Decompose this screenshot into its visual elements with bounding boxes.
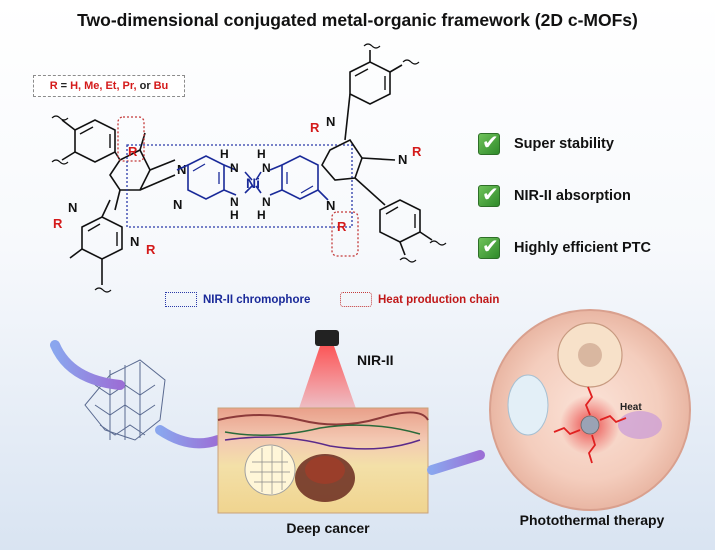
legend-heat-chain: Heat production chain	[340, 292, 499, 307]
legend-swatch-blue	[165, 292, 197, 307]
r-left-1: R	[53, 216, 63, 231]
tissue-surface	[217, 411, 429, 426]
r-option-et: Et,	[105, 80, 120, 92]
laser-beam	[295, 346, 360, 420]
heat-chain-box-right	[331, 211, 359, 257]
left-ligand-squiggles	[51, 115, 112, 293]
mof-in-cell	[580, 415, 600, 435]
r-equals: =	[60, 80, 68, 92]
mof-sheet	[84, 359, 166, 441]
r-group-definition: R = H, Me, Et, Pr, or Bu	[33, 75, 185, 97]
mof-in-tissue-grid	[250, 446, 290, 494]
h-core-2: H	[230, 208, 239, 222]
feature-label: NIR-II absorption	[514, 188, 631, 204]
mof-in-tissue	[244, 444, 296, 496]
n-right-1: N	[326, 114, 335, 129]
r-left-3: R	[128, 144, 138, 159]
n-left-2: N	[130, 234, 139, 249]
check-icon	[478, 234, 500, 259]
right-ligand-fragment	[321, 50, 433, 256]
n-core-3: N	[262, 161, 271, 175]
laser-label: NIR-II	[357, 352, 394, 368]
check-icon	[478, 182, 500, 207]
feature-label: Highly efficient PTC	[514, 240, 651, 256]
n-left-4: N	[173, 197, 182, 212]
right-ligand-squiggles	[363, 43, 447, 263]
tissue-label: Deep cancer	[286, 520, 370, 536]
chromophore-box	[126, 144, 353, 228]
legend-chromophore-label: NIR-II chromophore	[203, 293, 311, 306]
n-core-2: N	[230, 195, 239, 209]
tumor-core	[305, 456, 345, 484]
arrow-to-cell	[427, 450, 485, 475]
cell-vacuole	[507, 374, 549, 436]
right-ring-inner-bonds	[354, 68, 416, 228]
blood-vessel-1	[224, 424, 421, 436]
r-option-bu: Bu	[153, 80, 169, 92]
heat-rays	[553, 386, 627, 464]
cell-label: Photothermal therapy	[519, 512, 665, 528]
n-left-1: N	[68, 200, 77, 215]
feature-item: Super stability	[478, 118, 651, 170]
feature-list: Super stability NIR-II absorption Highly…	[478, 118, 651, 274]
heat-label: Heat	[620, 402, 642, 413]
cell-nucleolus	[578, 343, 602, 367]
laser-head	[315, 330, 339, 346]
heat-chain-box-left	[117, 116, 145, 162]
legend-swatch-red	[340, 292, 372, 307]
figure-title: Two-dimensional conjugated metal-organic…	[77, 10, 638, 30]
left-ring-inner-bonds	[79, 126, 118, 246]
chromophore-double-bonds	[192, 163, 314, 194]
arrow-to-mof	[50, 340, 125, 390]
n-core-1: N	[230, 161, 239, 175]
n-right-2: N	[398, 152, 407, 167]
r-option-me: Me,	[84, 80, 103, 92]
r-left-2: R	[146, 242, 156, 257]
h-core-4: H	[257, 208, 266, 222]
h-core-1: H	[220, 147, 229, 161]
r-right-2: R	[412, 144, 422, 159]
blood-vessel-2	[224, 436, 421, 450]
feature-label: Super stability	[514, 136, 614, 152]
r-symbol: R	[49, 80, 58, 92]
r-right-1: R	[310, 120, 320, 135]
feature-item: NIR-II absorption	[478, 170, 651, 222]
r-option-h: H,	[70, 80, 82, 92]
arrow-to-tissue	[155, 425, 223, 449]
golgi	[618, 411, 662, 439]
ni-center: Ni	[246, 175, 260, 191]
check-icon	[478, 130, 500, 155]
n-right-3: N	[326, 198, 335, 213]
n-core-4: N	[262, 195, 271, 209]
h-core-3: H	[257, 147, 266, 161]
r-right-3: R	[337, 219, 347, 234]
legend-heat-chain-label: Heat production chain	[378, 293, 500, 306]
chromophore-core	[176, 155, 329, 201]
feature-item: Highly efficient PTC	[478, 222, 651, 274]
r-option-pr: Pr,	[122, 80, 137, 92]
r-option-or: or	[139, 80, 151, 92]
n-left-3: N	[177, 162, 186, 177]
legend-chromophore: NIR-II chromophore	[165, 292, 310, 307]
